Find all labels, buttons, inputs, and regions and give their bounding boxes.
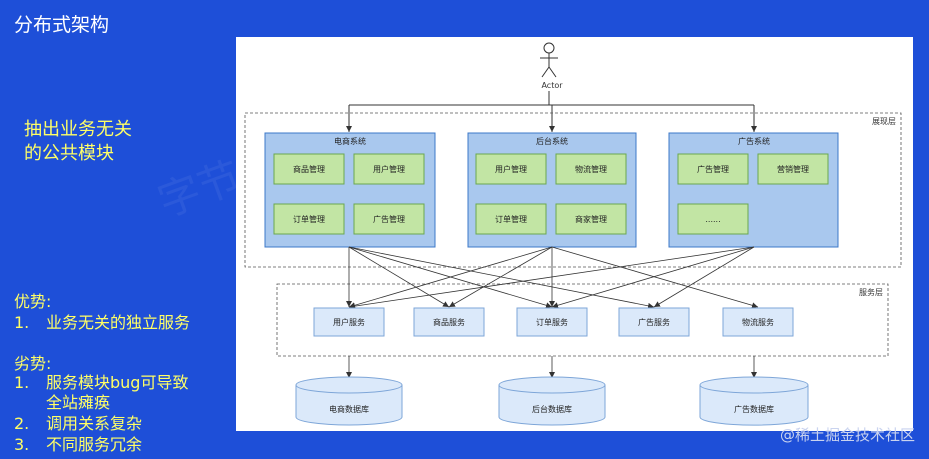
list-number: 1. [14, 373, 30, 392]
module-label: 物流管理 [575, 164, 607, 174]
module-label: 用户管理 [373, 164, 405, 174]
list-text: 不同服务冗余 [46, 435, 143, 454]
service-boxes: 用户服务 商品服务 订单服务 广告服务 物流服务 [313, 307, 794, 337]
system-backend: 后台系统 用户管理 物流管理 订单管理 商家管理 [467, 132, 637, 248]
list-text: 业务无关的独立服务 [46, 313, 191, 332]
database-label: 电商数据库 [329, 404, 369, 414]
list-number: 1. [14, 313, 30, 332]
pros-item: 1. 业务无关的独立服务 [14, 309, 190, 333]
service-label: 商品服务 [433, 317, 465, 327]
database-advertising: 广告数据库 [699, 376, 809, 426]
presentation-layer-label: 展现层 [872, 117, 896, 126]
module-label: 广告管理 [373, 214, 405, 224]
db-connectors [346, 356, 757, 378]
service-connectors [346, 246, 759, 310]
cons-item: 1. 服务模块bug可导致 全站瘫痪 [14, 373, 188, 413]
system-advertising: 广告系统 广告管理 营销管理 ...... [668, 132, 839, 248]
slide-subtitle: 抽出业务无关 的公共模块 [24, 118, 132, 166]
module-box [273, 203, 345, 235]
module-label: 商品管理 [293, 164, 325, 174]
module-box [273, 153, 345, 185]
module-box [677, 203, 749, 235]
module-box [475, 153, 547, 185]
module-box [353, 203, 425, 235]
module-box [677, 153, 749, 185]
module-label: 用户管理 [495, 164, 527, 174]
database-label: 后台数据库 [532, 404, 572, 414]
service-label: 用户服务 [333, 317, 365, 327]
service-box [618, 307, 690, 337]
service-box [413, 307, 485, 337]
system-title: 电商系统 [334, 136, 366, 146]
source-watermark: @稀土掘金技术社区 [779, 426, 915, 444]
subtitle-line: 的公共模块 [24, 143, 114, 164]
service-box [722, 307, 794, 337]
list-number: 2. [14, 414, 30, 433]
database-body [295, 385, 403, 426]
service-layer [276, 283, 889, 357]
actor-connectors [346, 91, 757, 132]
database-top [295, 376, 403, 394]
database-body [699, 385, 809, 426]
list-number: 3. [14, 435, 30, 454]
list-text: 调用关系复杂 [46, 414, 143, 433]
database-ecommerce: 电商数据库 [295, 376, 403, 426]
cons-item: 2. 调用关系复杂 [14, 414, 142, 434]
system-title: 广告系统 [738, 136, 770, 146]
module-box [353, 153, 425, 185]
module-label: 商家管理 [575, 214, 607, 224]
module-label: ...... [705, 215, 720, 224]
service-box [516, 307, 588, 337]
diagram-canvas: Actor 展现层 电商系统 商品管理 用户管理 订单管理 广告管理 [244, 42, 902, 426]
cons-item: 3. 不同服务冗余 [14, 435, 142, 455]
database-body [498, 385, 606, 426]
list-text: 服务模块bug可导致 [46, 373, 189, 392]
cons-heading: 劣势: [14, 354, 52, 373]
module-label: 订单管理 [495, 214, 527, 224]
architecture-diagram: Actor 展现层 电商系统 商品管理 用户管理 订单管理 广告管理 [236, 37, 913, 431]
module-label: 广告管理 [697, 164, 729, 174]
service-box [313, 307, 385, 337]
service-layer-label: 服务层 [859, 287, 883, 297]
module-box [555, 203, 627, 235]
actor-icon [540, 42, 558, 78]
database-backend: 后台数据库 [498, 376, 606, 426]
service-label: 物流服务 [742, 317, 774, 327]
subtitle-line: 抽出业务无关 [24, 119, 132, 140]
module-box [555, 153, 627, 185]
system-ecommerce: 电商系统 商品管理 用户管理 订单管理 广告管理 [264, 132, 436, 248]
presentation-layer [244, 112, 902, 268]
pros-heading: 优势: [14, 292, 52, 311]
system-title: 后台系统 [536, 136, 568, 146]
database-top [699, 376, 809, 394]
service-label: 广告服务 [638, 317, 670, 327]
service-label: 订单服务 [536, 317, 568, 327]
database-label: 广告数据库 [734, 404, 774, 414]
slide-title: 分布式架构 [14, 14, 110, 36]
module-box [475, 203, 547, 235]
list-text-continued: 全站瘫痪 [46, 393, 111, 412]
module-box [757, 153, 829, 185]
module-label: 营销管理 [777, 164, 809, 174]
module-label: 订单管理 [293, 214, 325, 224]
actor-label: Actor [541, 81, 563, 90]
database-top [498, 376, 606, 394]
